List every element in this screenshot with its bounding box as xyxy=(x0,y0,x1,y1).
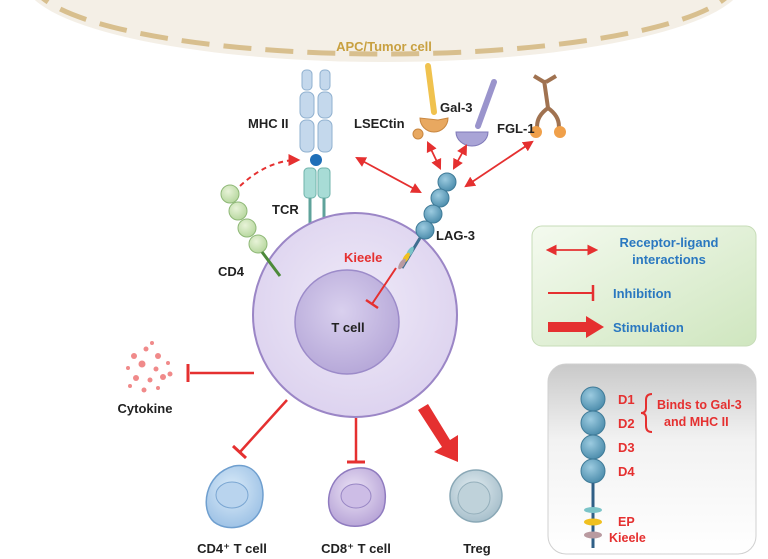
fgl1-molecule xyxy=(530,74,566,138)
t-cell-label: T cell xyxy=(331,320,364,335)
t-cell xyxy=(252,212,458,418)
lag3-label: LAG-3 xyxy=(436,228,475,243)
legend-receptor-line1: Receptor-ligand xyxy=(620,235,719,250)
lsectin-label: LSECtin xyxy=(354,116,405,131)
legend-box xyxy=(531,225,757,347)
lsectin-molecule xyxy=(412,63,449,140)
domain-d3: D3 xyxy=(618,440,635,455)
domain-d2: D2 xyxy=(618,416,635,431)
treg-stimulation-arrow xyxy=(418,404,458,462)
lsectin-lag3-arrow xyxy=(426,141,442,170)
cd4-label: CD4 xyxy=(218,264,245,279)
domain-kieele: Kieele xyxy=(609,531,646,545)
fgl1-label: FGL-1 xyxy=(497,121,535,136)
legend-receptor-line2: interactions xyxy=(632,252,706,267)
kieele-inhibition-line xyxy=(365,267,397,310)
tcr-label: TCR xyxy=(272,202,299,217)
mhc-ii-molecule xyxy=(299,69,333,166)
domain-box xyxy=(547,363,757,555)
fgl1-lag3-arrow xyxy=(464,140,534,188)
mhc-ii-label: MHC II xyxy=(248,116,288,131)
legend-stimulation-label: Stimulation xyxy=(613,320,684,335)
apc-cell xyxy=(34,0,734,62)
lag3-molecule xyxy=(398,172,457,270)
cd4-mhc-dashed-arrow xyxy=(239,154,301,187)
gal3-lag3-arrow xyxy=(452,144,468,170)
cd8-inhibition-line xyxy=(347,418,365,464)
mhc-lag3-arrow xyxy=(355,156,422,194)
domain-ep: EP xyxy=(618,515,635,529)
cd4-t-cell-label: CD4⁺ T cell xyxy=(197,541,267,556)
kieele-label: Kieele xyxy=(344,250,382,265)
domain-d1: D1 xyxy=(618,392,635,407)
treg-cell xyxy=(449,469,503,523)
legend-inhibition-label: Inhibition xyxy=(613,286,672,301)
cd8-t-cell-label: CD8⁺ T cell xyxy=(321,541,391,556)
domain-binds-line1: Binds to Gal-3 xyxy=(657,398,742,412)
domain-binds-line2: and MHC II xyxy=(664,415,729,429)
legend-inhibition-symbol xyxy=(548,285,595,301)
cd4-inhibition-line xyxy=(231,399,288,460)
legend-stimulation-arrow xyxy=(548,316,604,338)
cd4-molecule xyxy=(220,184,282,277)
cd8-t-cell xyxy=(327,467,387,527)
domain-d4: D4 xyxy=(618,464,635,479)
cytokine-dots xyxy=(126,341,173,393)
gal3-label: Gal-3 xyxy=(440,100,473,115)
cytokine-inhibition-line xyxy=(186,364,254,382)
apc-label: APC/Tumor cell xyxy=(336,39,432,54)
cd4-t-cell xyxy=(205,464,264,529)
cytokine-label: Cytokine xyxy=(118,401,173,416)
treg-label: Treg xyxy=(463,541,491,556)
